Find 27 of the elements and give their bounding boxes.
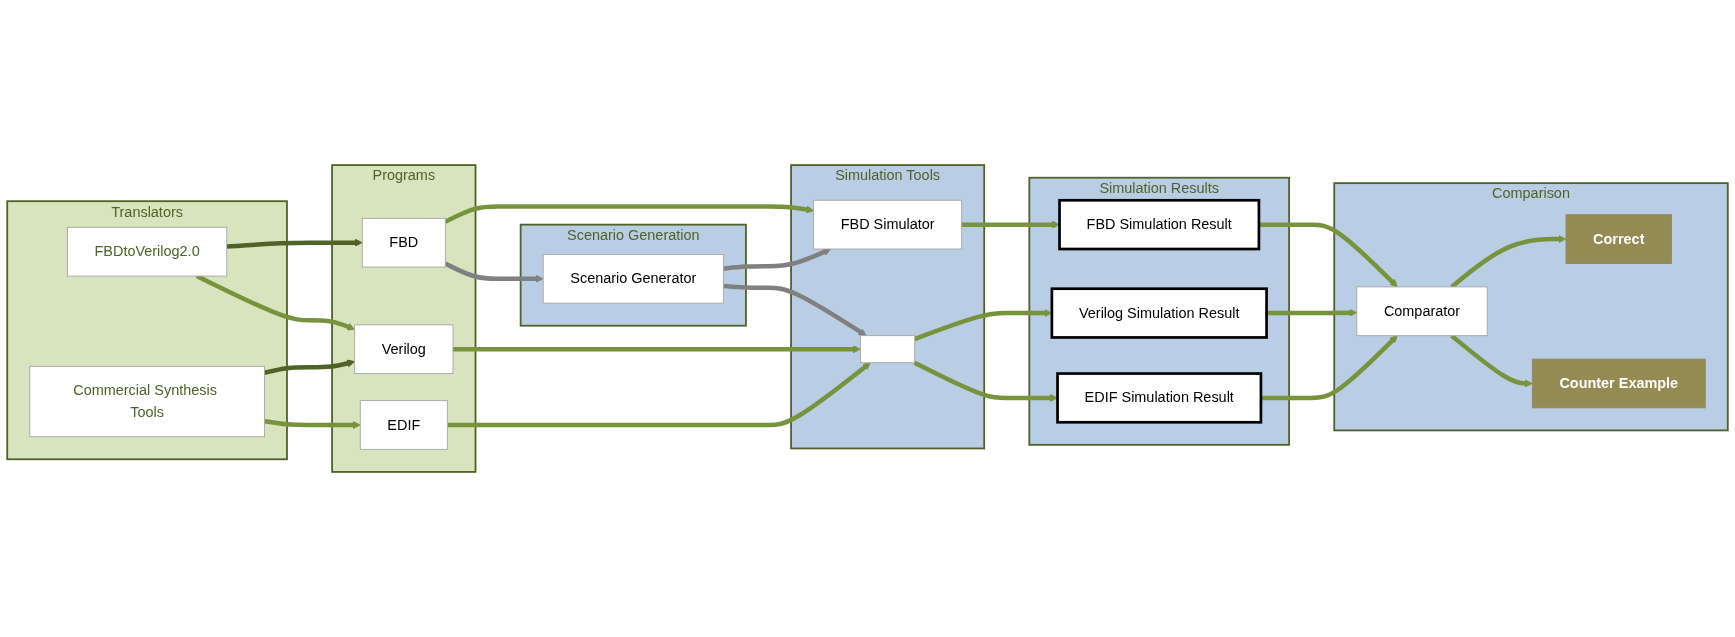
arrow [1266,308,1358,317]
arrow [447,362,871,428]
node-box: Verilog [354,324,454,374]
arrow [263,359,355,375]
arrow [723,283,867,336]
arrow [226,238,363,249]
node-box: Commercial Synthesis Tools [29,365,265,438]
arrow [264,418,361,429]
node-box: FBD Simulator [813,199,963,250]
arrow [452,345,861,354]
node-box: FBD [361,217,446,268]
arrow [913,360,1058,402]
arrow [961,220,1060,229]
arrow [444,261,544,283]
arrow [1258,222,1398,288]
node-box: FBD Simulation Result [1058,198,1261,251]
node-box: Verilog Simulation Result [1050,287,1268,339]
node-box: Correct [1565,214,1672,264]
node-box: FBDtoVerilog2.0 [67,226,228,277]
node-box: EDIF [359,400,448,450]
arrow [723,248,832,271]
node-box [860,335,916,364]
node-box: Scenario Generator [542,254,724,304]
node-box: EDIF Simulation Result [1056,372,1263,424]
node-box: Comparator [1356,286,1488,337]
node-box: Counter Example [1531,358,1706,409]
arrow [1260,335,1398,401]
